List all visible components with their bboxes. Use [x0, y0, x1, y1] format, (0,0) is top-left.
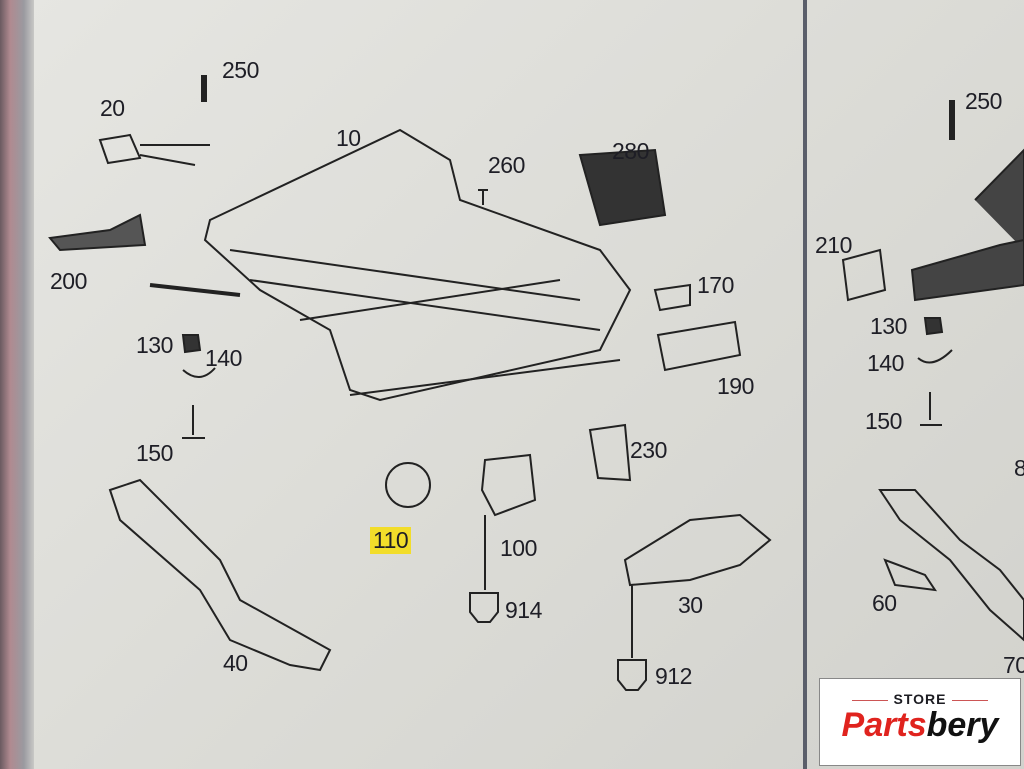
- label-250[interactable]: 250: [222, 57, 259, 83]
- part-190: [656, 320, 742, 372]
- label-10[interactable]: 10: [336, 125, 361, 151]
- part-140-right: [917, 349, 953, 364]
- label-200[interactable]: 200: [50, 268, 87, 294]
- label-210[interactable]: 210: [815, 232, 852, 258]
- part-20: [98, 133, 210, 166]
- part-100: [480, 453, 537, 590]
- connector-912: [617, 659, 647, 691]
- rail-40: [108, 478, 332, 672]
- label-30[interactable]: 30: [678, 592, 703, 618]
- partsbery-logo: STORE Partsbery: [819, 678, 1021, 766]
- panel-divider: [803, 0, 807, 769]
- label-110-highlighted[interactable]: 110: [370, 527, 412, 554]
- logo-brand-part1: Parts: [841, 706, 927, 744]
- label-150-right[interactable]: 150: [865, 408, 902, 434]
- label-40[interactable]: 40: [223, 650, 248, 676]
- label-170[interactable]: 170: [697, 272, 734, 298]
- label-912[interactable]: 912: [655, 663, 692, 689]
- monitor-bezel: [0, 0, 34, 769]
- part-140: [182, 367, 216, 378]
- label-20[interactable]: 20: [100, 95, 125, 121]
- label-140-right[interactable]: 140: [867, 350, 904, 376]
- label-60[interactable]: 60: [872, 590, 897, 616]
- part-60: [883, 558, 938, 592]
- part-200: [48, 213, 147, 252]
- label-130[interactable]: 130: [136, 332, 173, 358]
- logo-brand: Partsbery: [820, 707, 1020, 743]
- label-150[interactable]: 150: [136, 440, 173, 466]
- right-frame: [910, 148, 1024, 302]
- rail-right: [878, 489, 1024, 642]
- part-130: [181, 334, 202, 354]
- label-140[interactable]: 140: [205, 345, 242, 371]
- motor-30: [623, 513, 772, 658]
- logo-brand-part2: bery: [926, 706, 999, 744]
- label-260[interactable]: 260: [488, 152, 525, 178]
- label-100[interactable]: 100: [500, 535, 537, 561]
- label-230[interactable]: 230: [630, 437, 667, 463]
- part-280: [578, 148, 667, 227]
- label-250-right[interactable]: 250: [965, 88, 1002, 114]
- part-230: [588, 423, 632, 482]
- label-280[interactable]: 280: [612, 138, 649, 164]
- label-914[interactable]: 914: [505, 597, 542, 623]
- screw-260: [478, 189, 488, 205]
- part-110: [385, 462, 431, 508]
- label-70-cut[interactable]: 70: [1003, 652, 1024, 678]
- bolt-150: [182, 405, 205, 439]
- bolt-150-right: [920, 392, 942, 426]
- label-8-cut[interactable]: 8: [1014, 455, 1024, 481]
- part-170: [653, 283, 691, 312]
- part-130-right: [923, 317, 944, 336]
- part-210: [841, 248, 887, 302]
- connector-914: [469, 592, 499, 623]
- logo-store-text: STORE: [820, 691, 1020, 707]
- label-190[interactable]: 190: [717, 373, 754, 399]
- seat-frame-part-10: [149, 128, 632, 402]
- label-130-right[interactable]: 130: [870, 313, 907, 339]
